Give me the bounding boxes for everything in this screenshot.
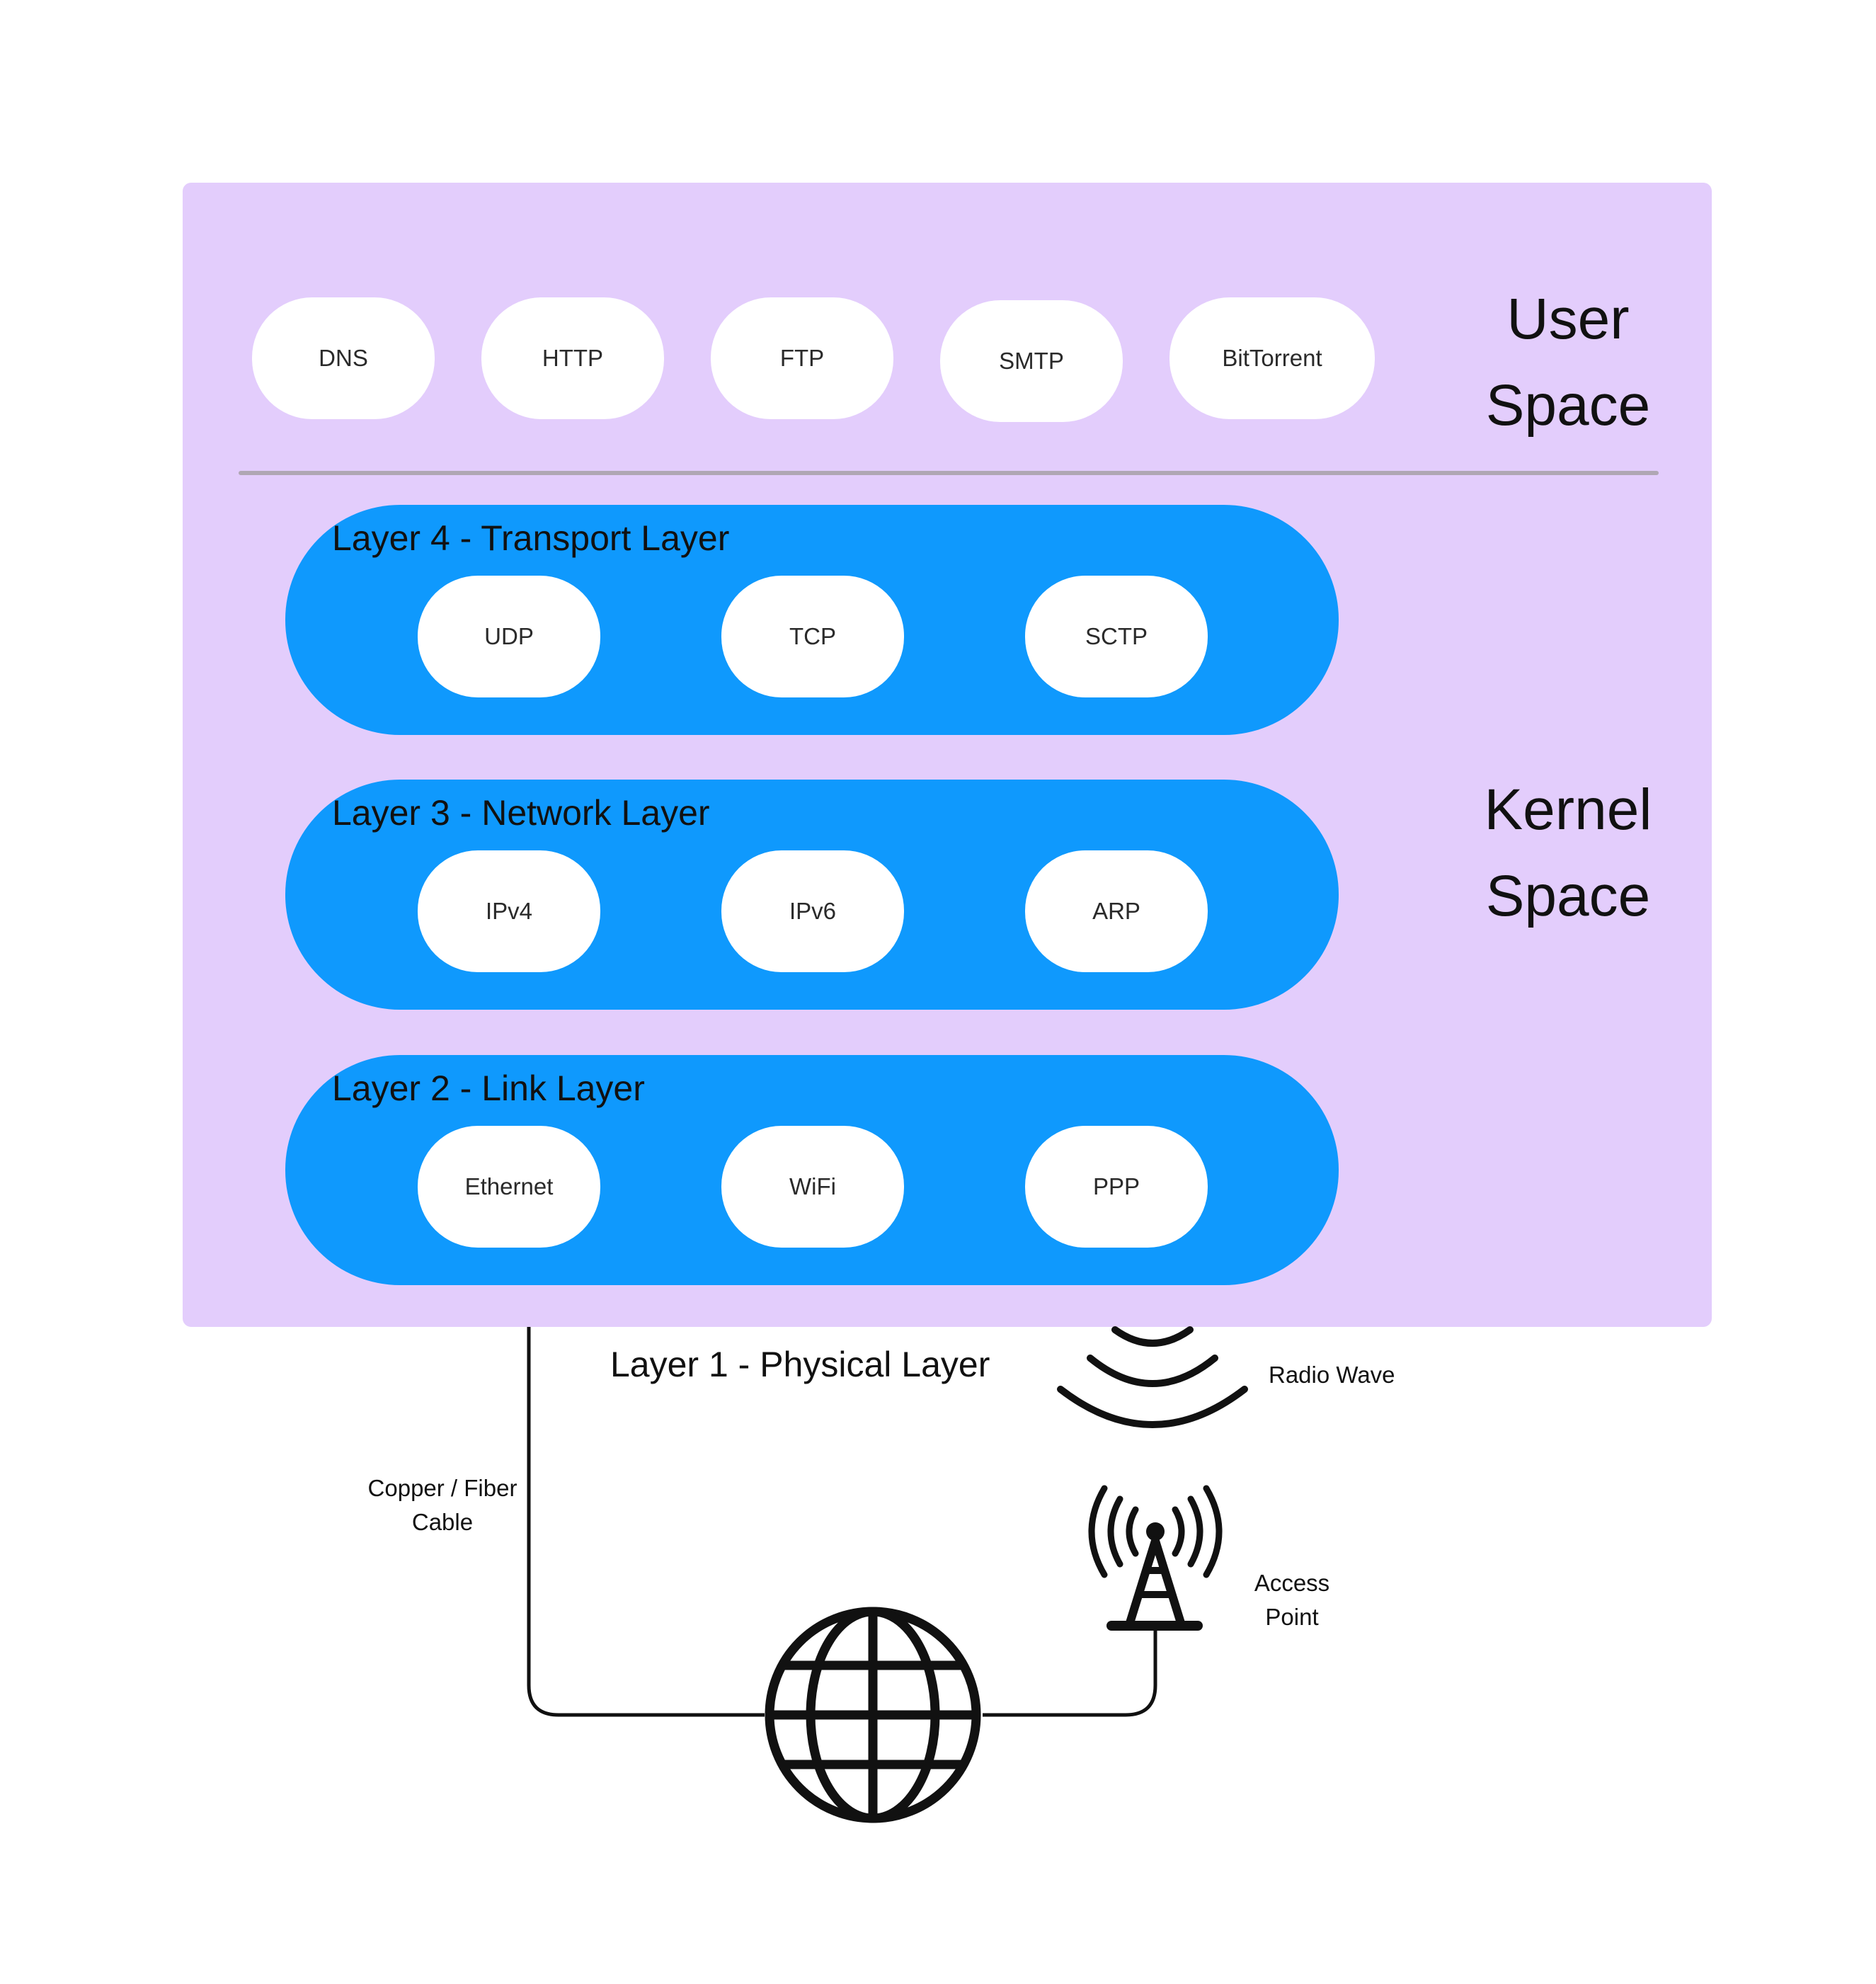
protocol-udp: UDP — [418, 576, 600, 697]
access-point-label: Access Point — [1254, 1570, 1330, 1630]
protocol-ethernet: Ethernet — [418, 1126, 600, 1248]
protocol-http: HTTP — [481, 297, 664, 419]
layer-title: Layer 4 - Transport Layer — [332, 518, 730, 558]
layer-4-transport: Layer 4 - Transport Layer UDP TCP SCTP — [285, 505, 1339, 735]
kernel-space-label: Kernel Space — [1484, 777, 1652, 928]
protocol-arp: ARP — [1025, 850, 1208, 972]
protocol-wifi: WiFi — [721, 1126, 904, 1248]
layer-title: Layer 2 - Link Layer — [332, 1068, 645, 1108]
protocol-ftp: FTP — [711, 297, 893, 419]
protocol-ppp: PPP — [1025, 1126, 1208, 1248]
user-kernel-divider — [239, 471, 1659, 475]
protocol-sctp: SCTP — [1025, 576, 1208, 697]
protocol-ipv6: IPv6 — [721, 850, 904, 972]
antenna-tower-icon — [1088, 1485, 1223, 1631]
layer-3-network: Layer 3 - Network Layer IPv4 IPv6 ARP — [285, 780, 1339, 1010]
protocol-smtp: SMTP — [940, 300, 1123, 422]
user-space-label: User Space — [1485, 287, 1651, 438]
layer-title: Layer 3 - Network Layer — [332, 793, 710, 833]
wireless-link-line — [983, 1629, 1157, 1717]
protocol-tcp: TCP — [721, 576, 904, 697]
cable-label: Copper / Fiber Cable — [367, 1475, 517, 1535]
physical-layer-title: Layer 1 - Physical Layer — [610, 1345, 990, 1384]
radio-wave-icon — [1057, 1326, 1248, 1428]
protocol-bittorrent: BitTorrent — [1169, 297, 1375, 419]
layer-2-link: Layer 2 - Link Layer Ethernet WiFi PPP — [285, 1055, 1339, 1285]
protocol-ipv4: IPv4 — [418, 850, 600, 972]
copper-fiber-cable-line — [527, 1327, 765, 1717]
globe-icon — [765, 1607, 981, 1823]
radio-wave-label: Radio Wave — [1269, 1362, 1395, 1388]
protocol-dns: DNS — [252, 297, 435, 419]
